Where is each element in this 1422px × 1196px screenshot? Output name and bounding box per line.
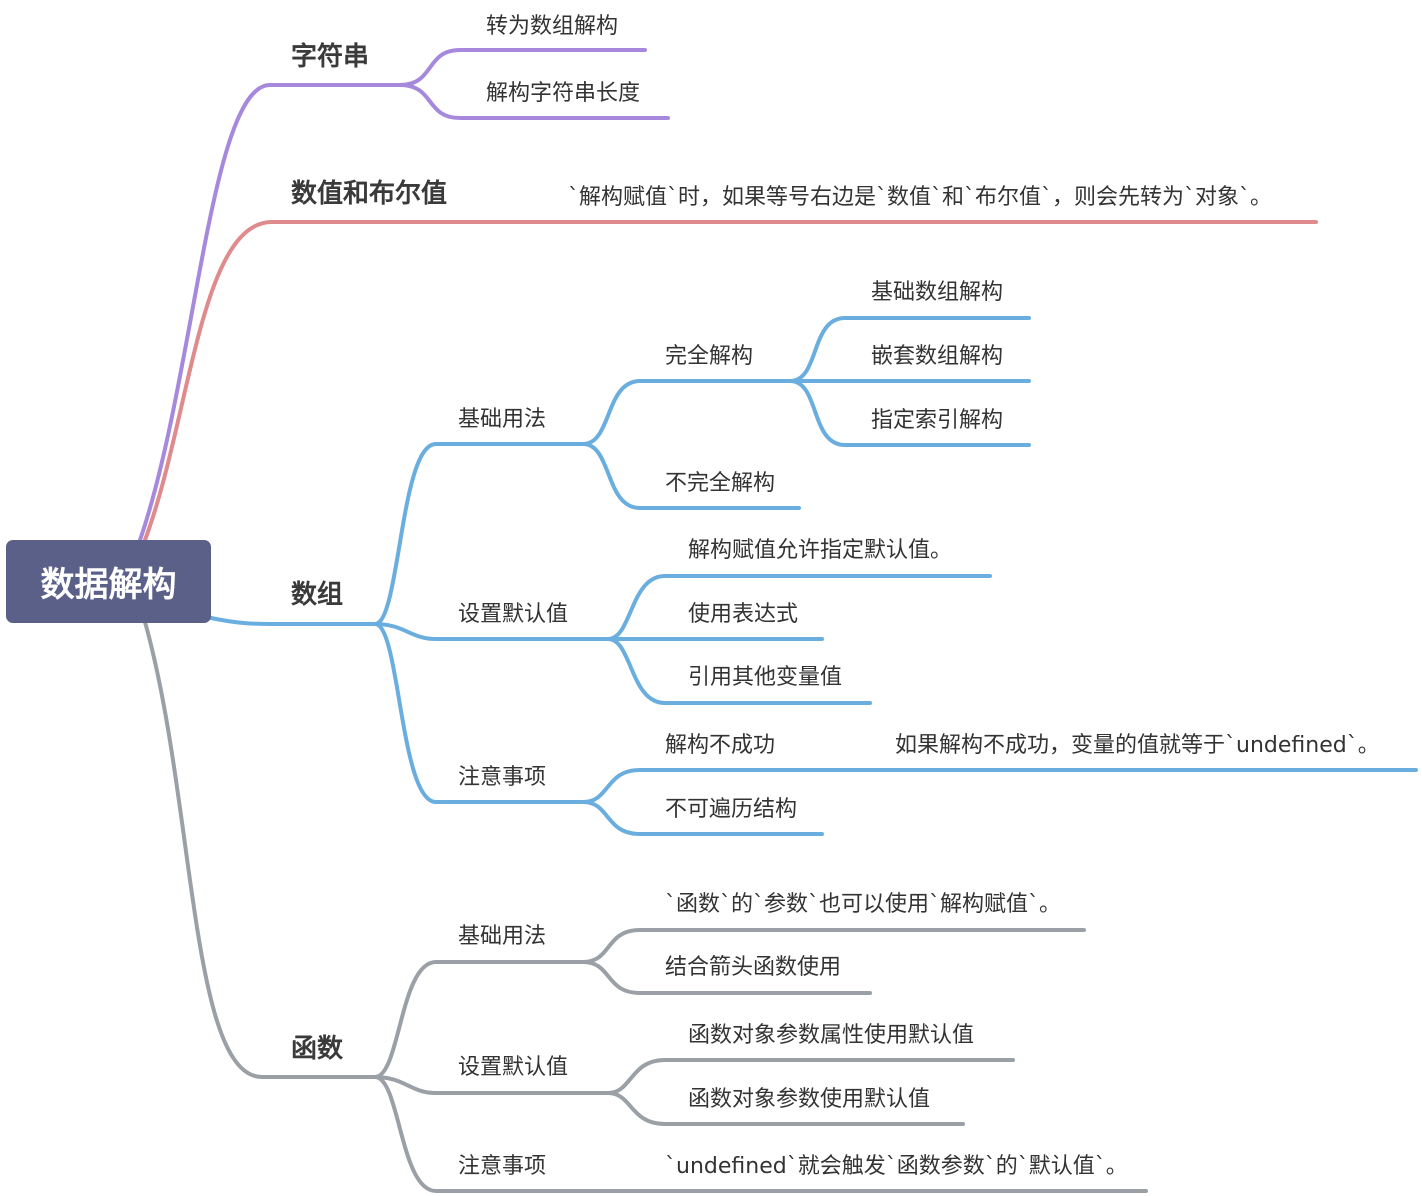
node-array-full-nested[interactable]: 嵌套数组解构 <box>871 344 1004 369</box>
node-string-to-array[interactable]: 转为数组解构 <box>486 14 619 39</box>
root-node[interactable]: 数据解构 <box>6 540 211 623</box>
note-function-undefined: `undefined`就会触发`函数参数`的`默认值`。 <box>665 1154 1128 1179</box>
branch-string[interactable]: 字符串 <box>291 42 370 72</box>
node-array-defaults[interactable]: 设置默认值 <box>458 602 569 627</box>
branch-array[interactable]: 数组 <box>291 580 344 610</box>
node-array-notes[interactable]: 注意事项 <box>458 765 547 790</box>
node-function-basic[interactable]: 基础用法 <box>458 924 547 949</box>
node-function-basic-params[interactable]: `函数`的`参数`也可以使用`解构赋值`。 <box>665 892 1062 917</box>
node-array-basic[interactable]: 基础用法 <box>458 407 547 432</box>
node-function-defaults-object[interactable]: 函数对象参数使用默认值 <box>688 1087 931 1112</box>
node-array-defaults-allow[interactable]: 解构赋值允许指定默认值。 <box>688 538 953 563</box>
node-array-full[interactable]: 完全解构 <box>665 344 754 369</box>
node-array-notes-fail[interactable]: 解构不成功 <box>665 733 776 758</box>
node-array-partial[interactable]: 不完全解构 <box>665 471 776 496</box>
node-function-defaults-props[interactable]: 函数对象参数属性使用默认值 <box>688 1023 975 1048</box>
node-array-full-index[interactable]: 指定索引解构 <box>871 408 1004 433</box>
branch-number-boolean[interactable]: 数值和布尔值 <box>291 179 448 209</box>
note-array-fail: 如果解构不成功，变量的值就等于`undefined`。 <box>895 733 1380 758</box>
node-function-defaults[interactable]: 设置默认值 <box>458 1055 569 1080</box>
node-array-defaults-expression[interactable]: 使用表达式 <box>688 602 799 627</box>
branch-function[interactable]: 函数 <box>291 1034 344 1064</box>
string-branch-connectors <box>138 48 670 542</box>
node-array-notes-noniterable[interactable]: 不可遍历结构 <box>665 797 798 822</box>
array-branch-connectors <box>209 316 1418 836</box>
node-array-full-basic[interactable]: 基础数组解构 <box>871 280 1004 305</box>
node-string-length[interactable]: 解构字符串长度 <box>486 81 641 106</box>
node-array-defaults-reference[interactable]: 引用其他变量值 <box>688 665 843 690</box>
function-branch-connectors <box>143 620 1148 1193</box>
note-number-boolean: `解构赋值`时，如果等号右边是`数值`和`布尔值`，则会先转为`对象`。 <box>568 185 1273 210</box>
number-branch-connectors <box>143 220 1318 542</box>
root-label: 数据解构 <box>40 565 177 605</box>
node-function-basic-arrow[interactable]: 结合箭头函数使用 <box>665 955 842 980</box>
node-function-notes[interactable]: 注意事项 <box>458 1154 547 1179</box>
